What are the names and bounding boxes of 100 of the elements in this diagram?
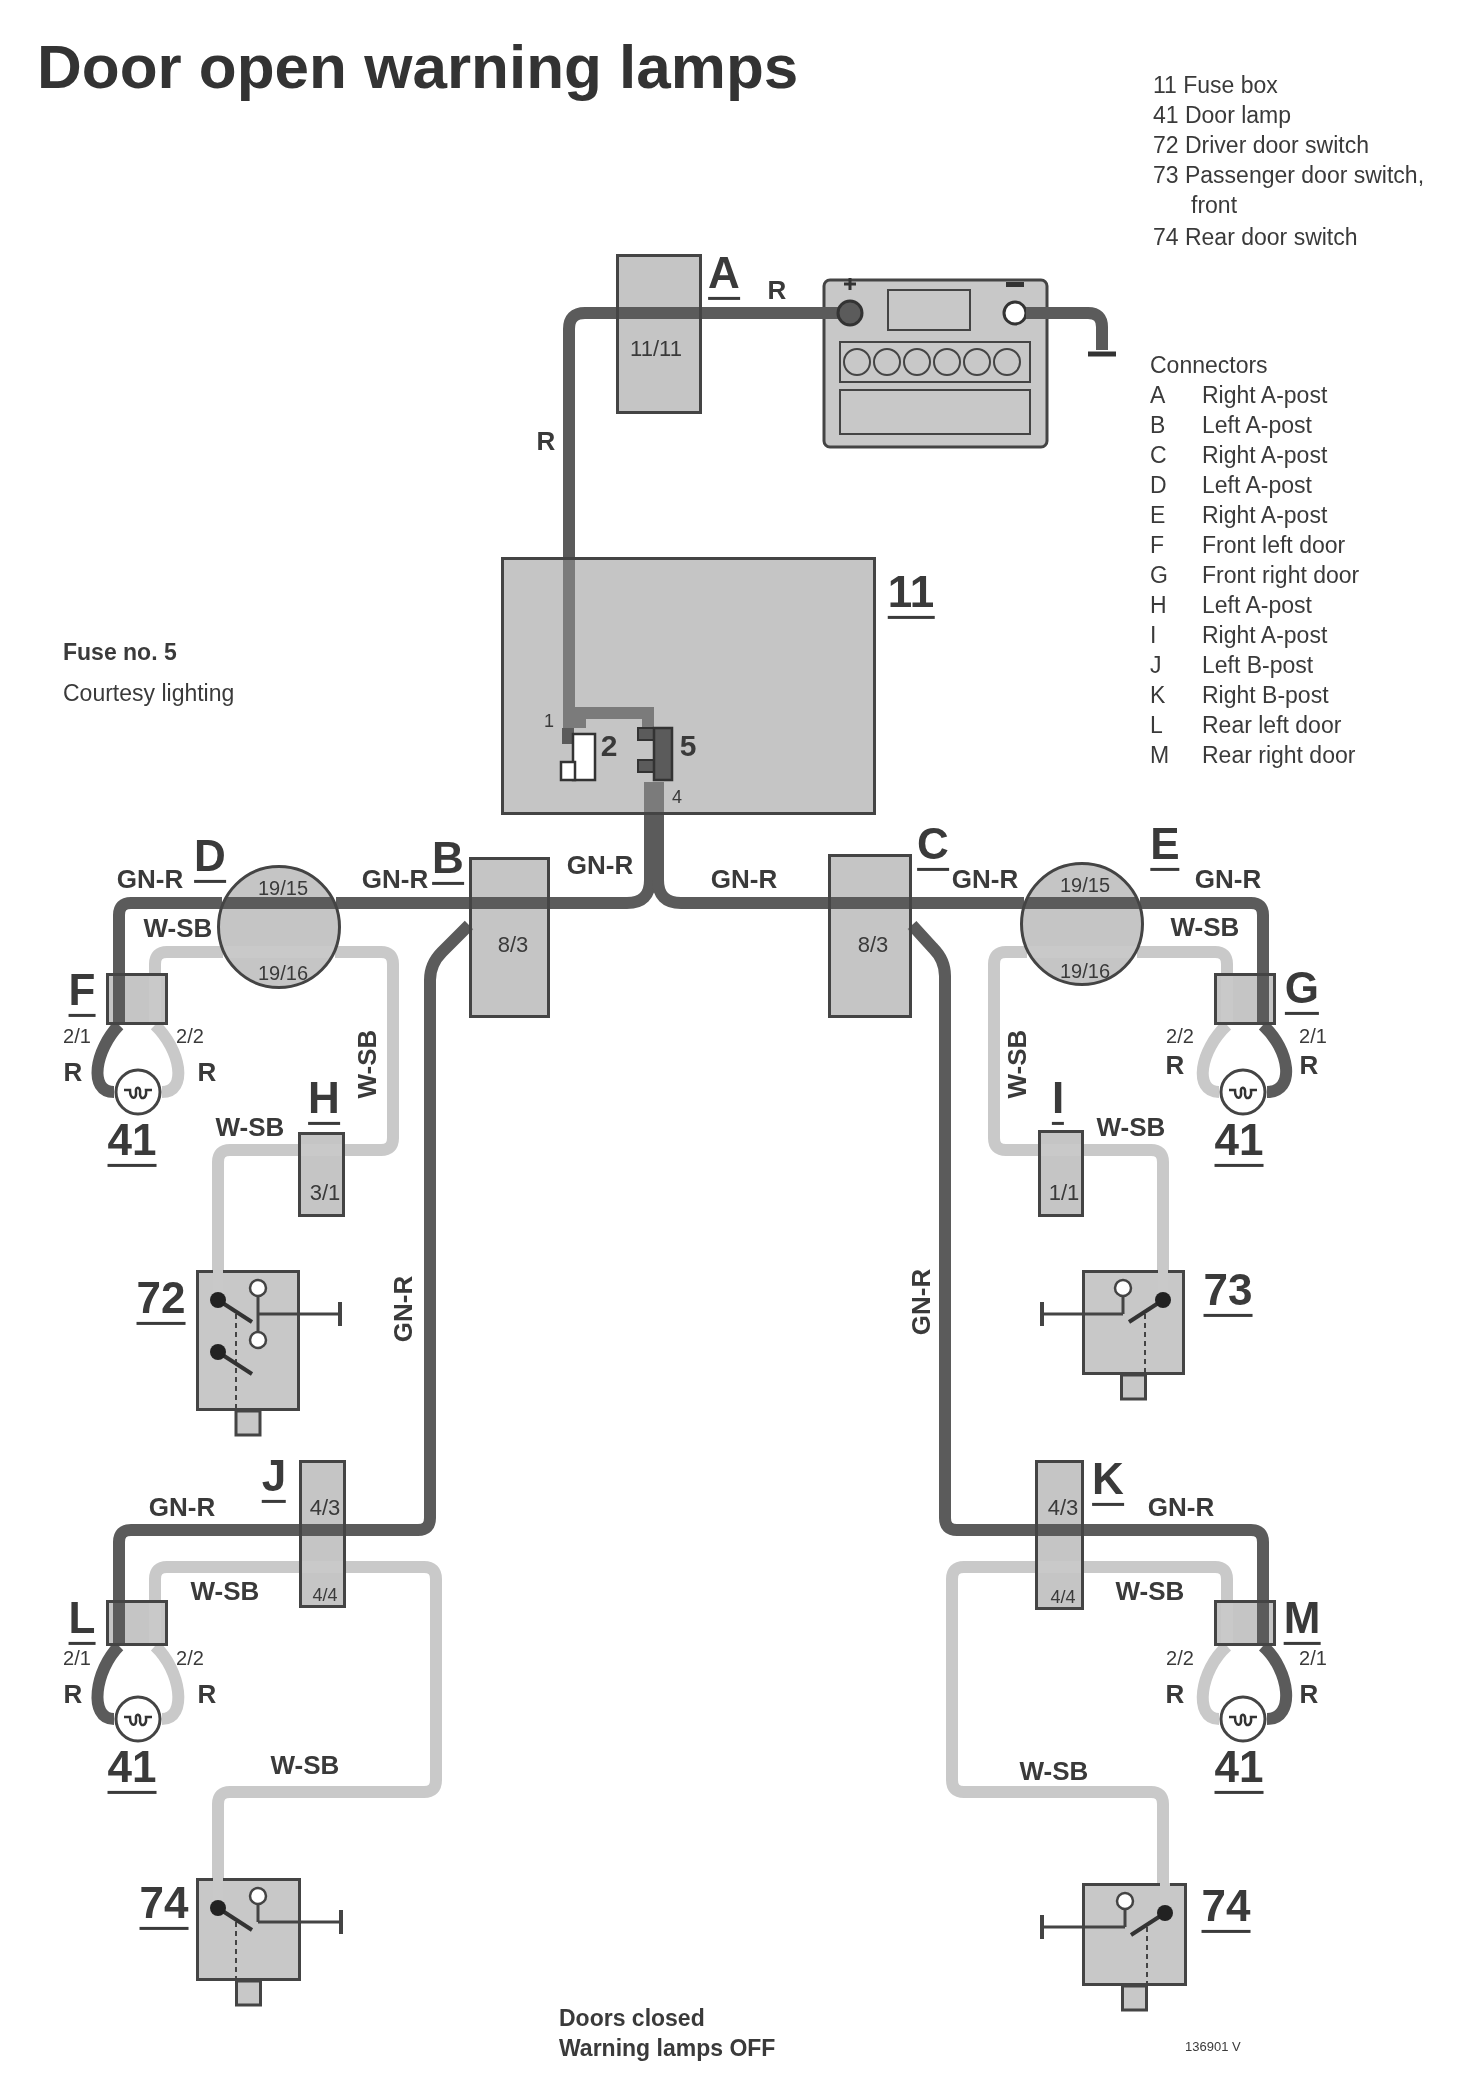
wire xyxy=(113,897,222,973)
pin-number: 4/4 xyxy=(312,1585,338,1605)
wire xyxy=(149,946,223,973)
wire xyxy=(652,782,828,909)
connector-location: Right A-post xyxy=(1202,621,1328,650)
pin-number: 2/2 xyxy=(1166,1647,1194,1669)
connector-letter: D xyxy=(194,832,226,884)
pin-number: 4/4 xyxy=(1050,1587,1076,1607)
connector-letter: H xyxy=(308,1074,340,1126)
connector-location: Front left door xyxy=(1202,531,1346,560)
title: Door open warning lamps xyxy=(37,34,799,100)
pin-number: 4/3 xyxy=(1047,1496,1079,1520)
connector-location: Right A-post xyxy=(1202,441,1328,470)
connector-code: M xyxy=(1150,741,1170,770)
pin-number: 2/2 xyxy=(176,1025,204,1047)
wire xyxy=(1084,1561,1233,1600)
wire xyxy=(1084,1144,1169,1270)
pin-number: 1/1 xyxy=(1048,1181,1080,1205)
component-number: 73 xyxy=(1203,1266,1253,1318)
wire xyxy=(113,1524,299,1600)
connector-location: Left B-post xyxy=(1202,651,1314,680)
pin-number: 4/3 xyxy=(309,1496,341,1520)
wire xyxy=(907,920,1035,1536)
connector-code: H xyxy=(1150,591,1167,620)
status-note: Warning lamps OFF xyxy=(559,2034,776,2063)
connector-code: F xyxy=(1150,531,1165,560)
connector-letter: J xyxy=(261,1452,287,1504)
pin-number: 19/15 xyxy=(257,877,308,899)
key-entry: 41 Door lamp xyxy=(1153,101,1293,130)
drawing-number: 136901 V xyxy=(1185,2038,1241,2056)
wire xyxy=(1140,897,1269,973)
key-entry: 74 Rear door switch xyxy=(1153,223,1359,252)
connector-location: Left A-post xyxy=(1202,471,1312,500)
connector-letter: L xyxy=(68,1594,96,1646)
component-number: 41 xyxy=(1214,1743,1264,1795)
wire xyxy=(1084,1524,1269,1600)
key-heading: Connectors xyxy=(1150,351,1268,380)
connector-letter: I xyxy=(1051,1074,1065,1126)
component-number: 41 xyxy=(107,1116,157,1168)
connector-code: L xyxy=(1150,711,1163,740)
pin-number: 1 xyxy=(544,711,554,731)
connector-location: Rear right door xyxy=(1202,741,1356,770)
pin-number: 19/16 xyxy=(1059,960,1111,982)
connector-code: K xyxy=(1150,681,1166,710)
wire xyxy=(212,1561,442,1878)
connector-location: Right A-post xyxy=(1202,381,1328,410)
connector-letter: E xyxy=(1150,820,1180,872)
pin-number: 2/1 xyxy=(1299,1647,1327,1669)
connector-location: Right A-post xyxy=(1202,501,1328,530)
key-entry: 72 Driver door switch xyxy=(1153,131,1371,160)
pin-number: 8/3 xyxy=(857,933,889,957)
wire xyxy=(212,1144,298,1270)
connector-letter: K xyxy=(1092,1455,1124,1507)
connector-letter: M xyxy=(1283,1594,1321,1646)
wire xyxy=(550,782,656,909)
fuse-number: 5 xyxy=(679,730,697,762)
wire xyxy=(336,897,469,909)
pin-number: 2/2 xyxy=(176,1647,204,1669)
pin-number: 19/15 xyxy=(1059,874,1111,896)
connector-location: Left A-post xyxy=(1202,411,1312,440)
connector-code: D xyxy=(1150,471,1167,500)
connector-letter: B xyxy=(432,834,464,886)
connector-code: B xyxy=(1150,411,1166,440)
component-number: 41 xyxy=(107,1743,157,1795)
connector-code: J xyxy=(1150,651,1162,680)
pin-number: 8/3 xyxy=(497,933,529,957)
connector-code: C xyxy=(1150,441,1167,470)
pin-number: 2/2 xyxy=(1166,1025,1194,1047)
fuse-note: Courtesy lighting xyxy=(63,679,235,708)
connector-code: I xyxy=(1150,621,1157,650)
pin-number: 3/1 xyxy=(309,1181,341,1205)
pin-number: 2/1 xyxy=(63,1647,91,1669)
component-number: 74 xyxy=(1201,1882,1251,1934)
connector-location: Right B-post xyxy=(1202,681,1329,710)
wire xyxy=(574,707,654,728)
connector-letter: A xyxy=(708,249,740,301)
pin-number: 19/16 xyxy=(257,962,308,984)
status-note: Doors closed xyxy=(559,2004,705,2033)
wire xyxy=(1137,946,1233,973)
component-number: 41 xyxy=(1214,1116,1264,1168)
fuse-note: Fuse no. 5 xyxy=(63,638,177,667)
component-number: 74 xyxy=(139,1879,189,1931)
wire xyxy=(912,897,1024,909)
fuse-number: 2 xyxy=(600,730,618,762)
connector-letter: F xyxy=(68,966,96,1018)
pin-number: 2/1 xyxy=(1299,1025,1327,1047)
pin-number: 4 xyxy=(672,787,682,807)
connector-code: A xyxy=(1150,381,1166,410)
component-number: 11 xyxy=(887,568,935,620)
connector-letter: G xyxy=(1284,964,1320,1016)
component-number: 72 xyxy=(136,1274,186,1326)
connector-location: Rear left door xyxy=(1202,711,1342,740)
pin-number: 11/11 xyxy=(630,337,682,361)
wire xyxy=(149,1561,299,1600)
connector-letter: C xyxy=(917,820,949,872)
wire xyxy=(946,1561,1169,1883)
pin-number: 2/1 xyxy=(63,1025,91,1047)
key-entry: 73 Passenger door switch, front xyxy=(1153,161,1426,220)
connector-code: G xyxy=(1150,561,1168,590)
wire xyxy=(346,920,474,1536)
